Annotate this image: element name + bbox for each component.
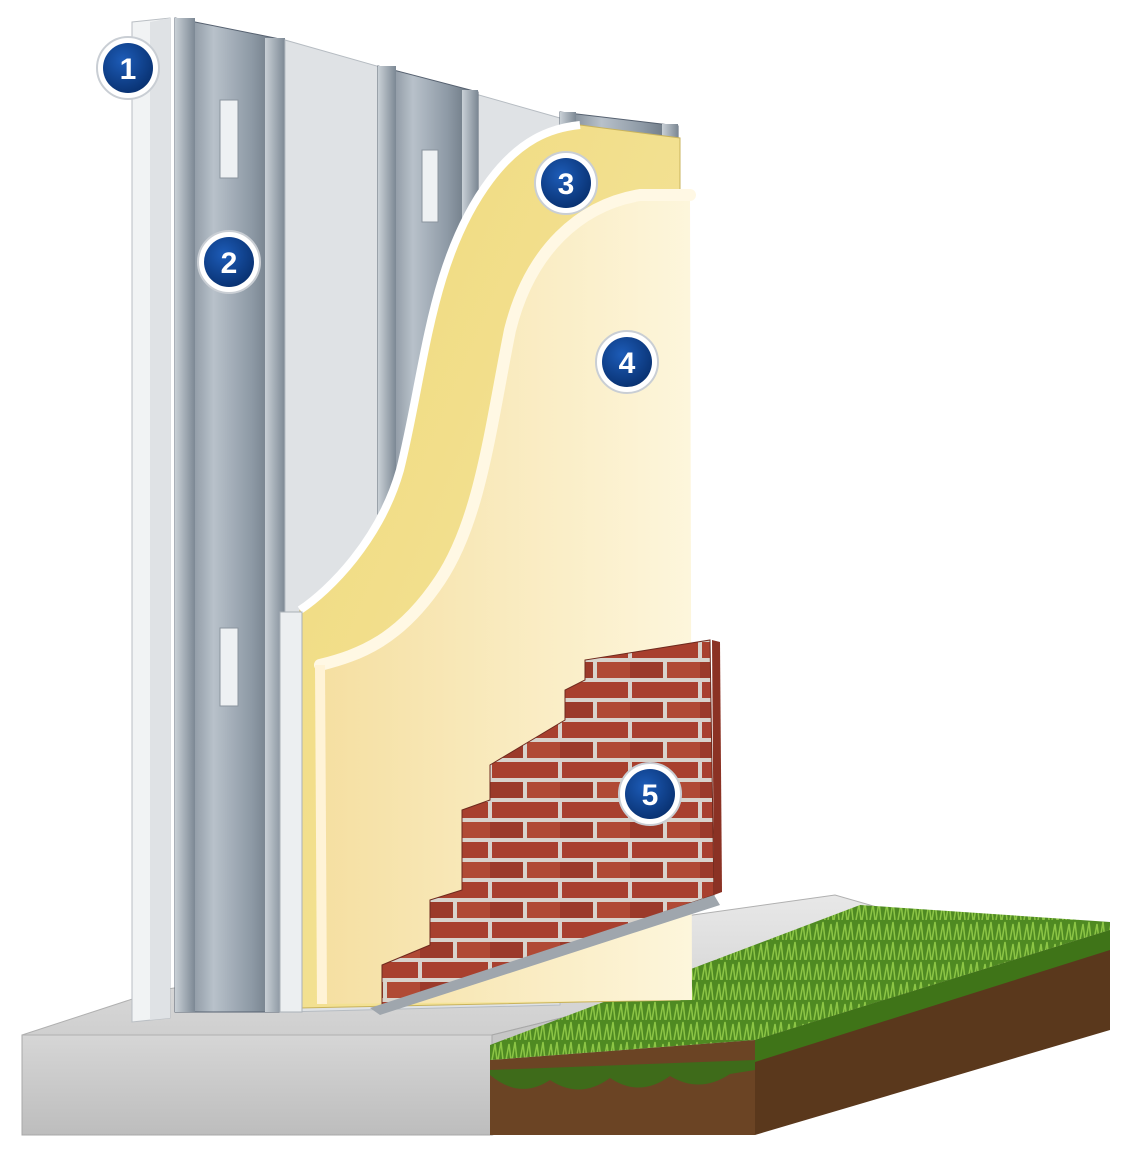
callout-5-label: 5 [642, 779, 659, 812]
interior-wallboard [131, 17, 171, 1023]
callout-1: 1 [96, 36, 160, 100]
grass-soil-block [490, 905, 1110, 1135]
callout-3: 3 [534, 151, 598, 215]
callout-5: 5 [618, 762, 682, 826]
callout-4-label: 4 [619, 347, 636, 380]
steel-stud-primary [174, 17, 286, 1013]
callout-2: 2 [197, 230, 261, 294]
callout-1-label: 1 [120, 53, 137, 86]
callout-3-label: 3 [558, 168, 575, 201]
brick-veneer [370, 639, 722, 1015]
callout-2-label: 2 [221, 247, 238, 280]
callout-4: 4 [595, 330, 659, 394]
